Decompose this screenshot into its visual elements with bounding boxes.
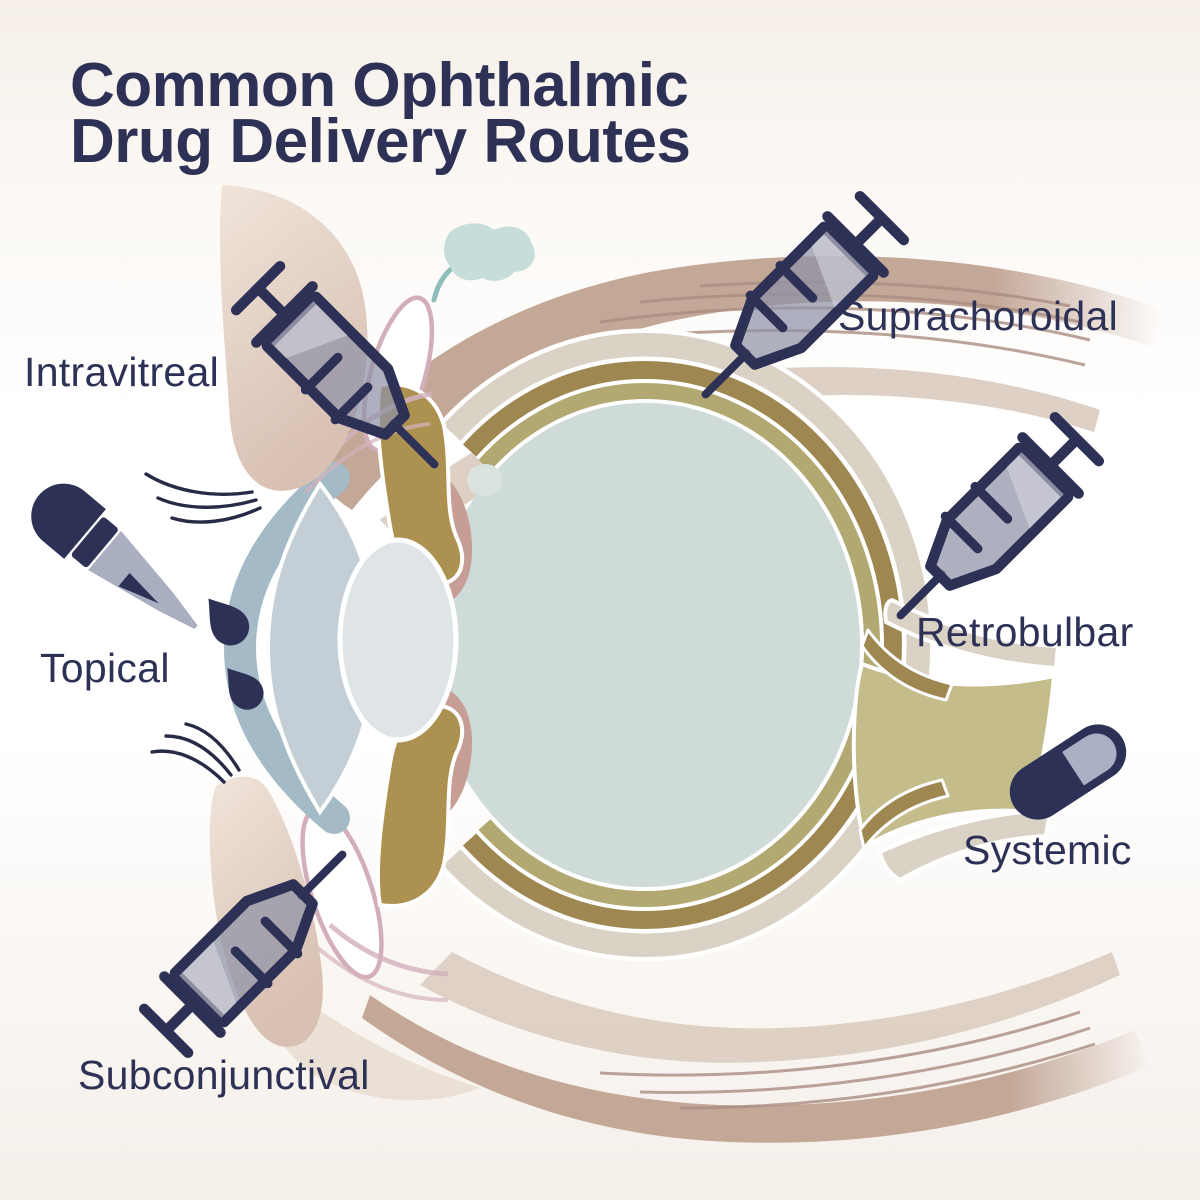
choroid-layer <box>462 361 902 929</box>
vitreous-highlight <box>467 464 503 496</box>
label-intravitreal: Intravitreal <box>24 349 220 395</box>
eyeball <box>430 328 935 962</box>
inferior-rectus-muscle <box>362 952 1150 1143</box>
eye-dropper-icon <box>31 483 198 630</box>
vitreous-body <box>430 403 860 887</box>
anterior-segment <box>223 382 473 908</box>
page-title-line2: Drug Delivery Routes <box>70 107 691 176</box>
label-subconjunctival: Subconjunctival <box>78 1052 370 1098</box>
muscle-striations <box>599 1010 1096 1110</box>
cornea <box>223 462 350 834</box>
label-suprachoroidal: Suprachoroidal <box>838 293 1118 339</box>
lower-eyelashes <box>150 722 241 784</box>
upper-eyelashes <box>144 472 262 524</box>
label-topical: Topical <box>40 645 170 691</box>
optic-nerve <box>851 598 1060 882</box>
optic-nerve-strand <box>858 778 950 850</box>
lens <box>337 537 459 743</box>
optic-nerve-sheath-top <box>883 598 1060 670</box>
lower-conjunctiva-folds <box>316 923 449 1002</box>
iris-ciliary-bottom <box>375 703 465 908</box>
page-title: Common Ophthalmic Drug Delivery Routes <box>70 51 691 176</box>
page-title-line1: Common Ophthalmic <box>70 51 689 120</box>
optic-nerve-sheath-bottom <box>878 808 1052 882</box>
sclera-layer <box>443 333 931 957</box>
label-retrobulbar: Retrobulbar <box>916 609 1134 655</box>
label-systemic: Systemic <box>963 827 1132 873</box>
optic-nerve-strand <box>860 628 954 702</box>
sclera-outline <box>440 328 935 962</box>
lower-orbital-tissue <box>248 955 480 1101</box>
lacrimal-gland <box>431 223 535 303</box>
pill-capsule-icon <box>1009 724 1127 820</box>
